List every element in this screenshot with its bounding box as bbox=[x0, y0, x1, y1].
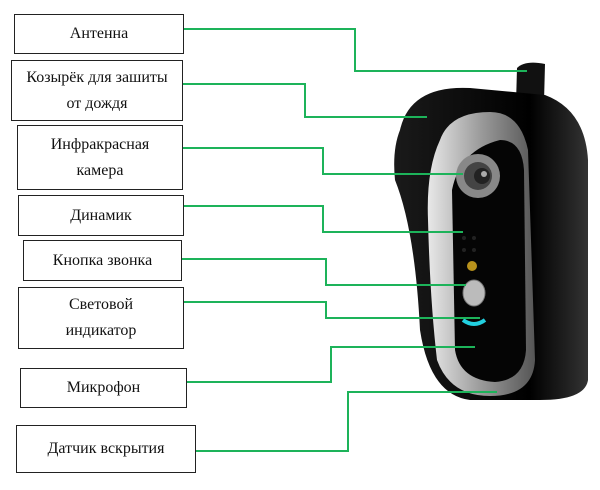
leader-line-ir-camera bbox=[183, 147, 463, 175]
label-text: Антенна bbox=[69, 25, 129, 42]
label-text: Датчик вскрытия bbox=[47, 440, 165, 457]
leader-line-speaker bbox=[184, 205, 463, 233]
label-ir-camera: Инфракрасная камера bbox=[17, 125, 183, 190]
label-rain-visor: Козырёк для зашиты от дождя bbox=[11, 60, 183, 121]
label-text: Кнопка звонка bbox=[52, 251, 153, 269]
leader-line-microphone bbox=[187, 346, 475, 383]
leader-line-rain-visor bbox=[183, 83, 427, 118]
call-button-shape bbox=[462, 279, 486, 307]
label-microphone: Микрофон bbox=[20, 368, 187, 408]
faceplate-black bbox=[452, 140, 526, 382]
label-text: Микрофон bbox=[66, 379, 141, 396]
label-text: Инфракрасная камера bbox=[50, 135, 150, 179]
label-light-indicator: Световой индикатор bbox=[18, 287, 184, 349]
label-text: Световой индикатор bbox=[65, 296, 137, 339]
leader-line-tamper-sensor bbox=[196, 391, 497, 452]
leader-line-call-button bbox=[182, 258, 466, 286]
label-call-button: Кнопка звонка bbox=[23, 240, 182, 281]
label-text: Динамик bbox=[70, 206, 132, 224]
label-text: Козырёк для зашиты от дождя bbox=[26, 68, 168, 112]
leader-line-light-indicator bbox=[184, 301, 480, 319]
label-antenna: Антенна bbox=[14, 14, 184, 54]
leader-line-antenna bbox=[184, 28, 527, 72]
label-tamper-sensor: Датчик вскрытия bbox=[16, 425, 196, 473]
indicator-light bbox=[461, 318, 487, 326]
label-speaker: Динамик bbox=[18, 195, 184, 236]
